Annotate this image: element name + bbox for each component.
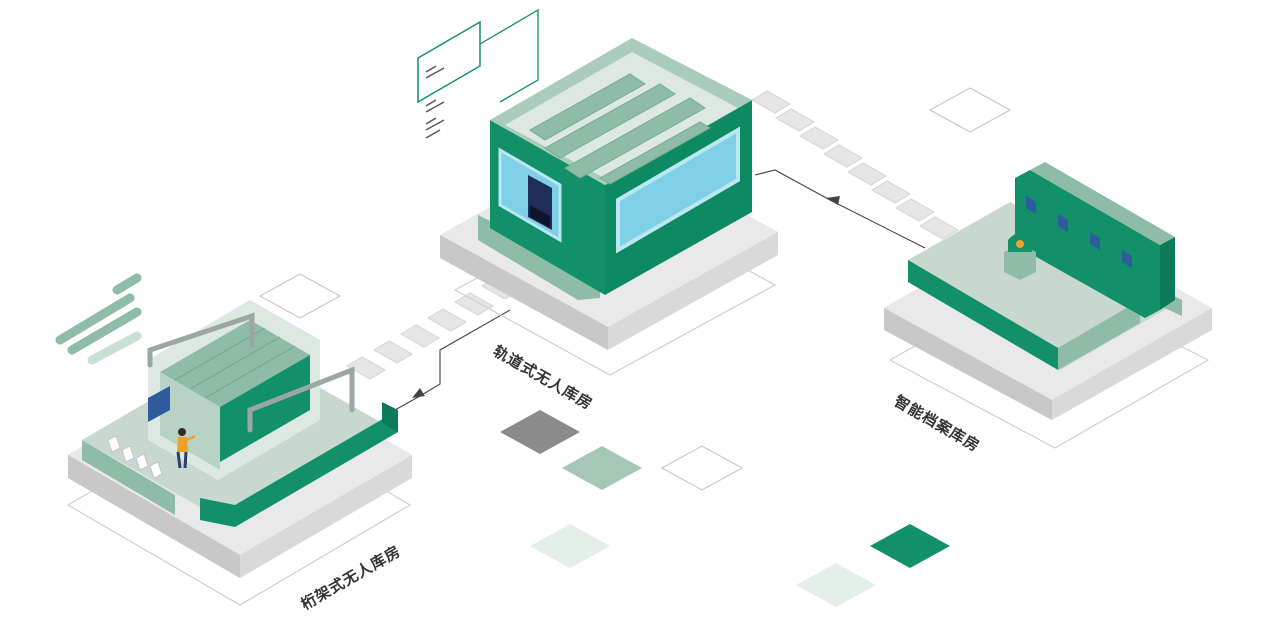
archive-room bbox=[884, 162, 1212, 449]
stepping-tiles-right bbox=[751, 90, 959, 240]
decor-tiles bbox=[258, 87, 1012, 607]
label-shelf-room: 桁架式无人库房 bbox=[298, 542, 404, 614]
robot-cart-icon bbox=[1004, 233, 1036, 280]
rail-room bbox=[440, 38, 778, 376]
label-archive-room: 智能档案库房 bbox=[891, 392, 983, 456]
label-rail-room: 轨道式无人库房 bbox=[490, 342, 596, 414]
archive-cabinets bbox=[1015, 162, 1175, 318]
document-panel-icon bbox=[417, 8, 539, 139]
arrow-icon bbox=[412, 388, 425, 398]
flow-connectors bbox=[394, 169, 926, 411]
decor-stripes bbox=[55, 273, 142, 365]
worker-figure-icon bbox=[176, 428, 196, 469]
arrow-icon bbox=[826, 196, 840, 205]
shelf-room bbox=[66, 300, 412, 606]
